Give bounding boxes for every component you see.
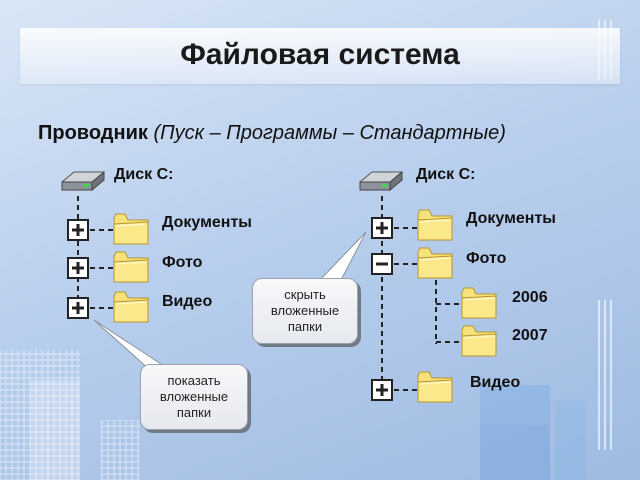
- callout-line: вложенные: [159, 389, 229, 404]
- plus-icon[interactable]: [67, 257, 89, 279]
- right-folder-label[interactable]: Документы: [466, 210, 556, 227]
- right-subfolder-label[interactable]: 2007: [512, 327, 548, 344]
- folder-icon[interactable]: [113, 291, 149, 323]
- right-folder-label[interactable]: Фото: [466, 250, 507, 267]
- callout-line: папки: [287, 319, 323, 334]
- callout-line: папки: [176, 405, 212, 420]
- right-tree: [316, 171, 497, 403]
- callout-line: показать: [167, 373, 221, 388]
- left-folder-label[interactable]: Документы: [162, 214, 252, 231]
- folder-icon[interactable]: [461, 325, 497, 357]
- hard-drive-icon: [359, 171, 403, 191]
- folder-icon[interactable]: [461, 287, 497, 319]
- right-folder-label[interactable]: Видео: [470, 374, 521, 391]
- left-drive-label: Диск С:: [114, 166, 174, 183]
- left-tree: [61, 171, 172, 371]
- plus-icon[interactable]: [67, 219, 89, 241]
- callout-line: скрыть: [284, 287, 326, 302]
- plus-icon[interactable]: [67, 297, 89, 319]
- folder-icon[interactable]: [113, 213, 149, 245]
- folder-icon[interactable]: [417, 209, 453, 241]
- show-subfolders-callout: показать вложенные папки: [140, 364, 248, 430]
- callout-line: вложенные: [270, 303, 340, 318]
- right-subfolder-label[interactable]: 2006: [512, 289, 548, 306]
- left-folder-label[interactable]: Видео: [162, 293, 213, 310]
- left-folder-label[interactable]: Фото: [162, 254, 203, 271]
- folder-icon[interactable]: [417, 247, 453, 279]
- page-title: Файловая система: [180, 38, 460, 71]
- hard-drive-icon: [61, 171, 105, 191]
- plus-icon[interactable]: [371, 217, 393, 239]
- right-drive-label: Диск С:: [416, 166, 476, 183]
- title-band: [20, 28, 620, 84]
- subtitle: Проводник (Пуск – Программы – Стандартны…: [38, 122, 506, 145]
- subtitle-bold: Проводник: [38, 122, 148, 144]
- hide-subfolders-callout: скрыть вложенные папки: [252, 278, 358, 344]
- folder-icon[interactable]: [113, 251, 149, 283]
- plus-icon[interactable]: [371, 379, 393, 401]
- folder-icon[interactable]: [417, 371, 453, 403]
- subtitle-italic: (Пуск – Программы – Стандартные): [153, 122, 506, 144]
- minus-icon[interactable]: [371, 253, 393, 275]
